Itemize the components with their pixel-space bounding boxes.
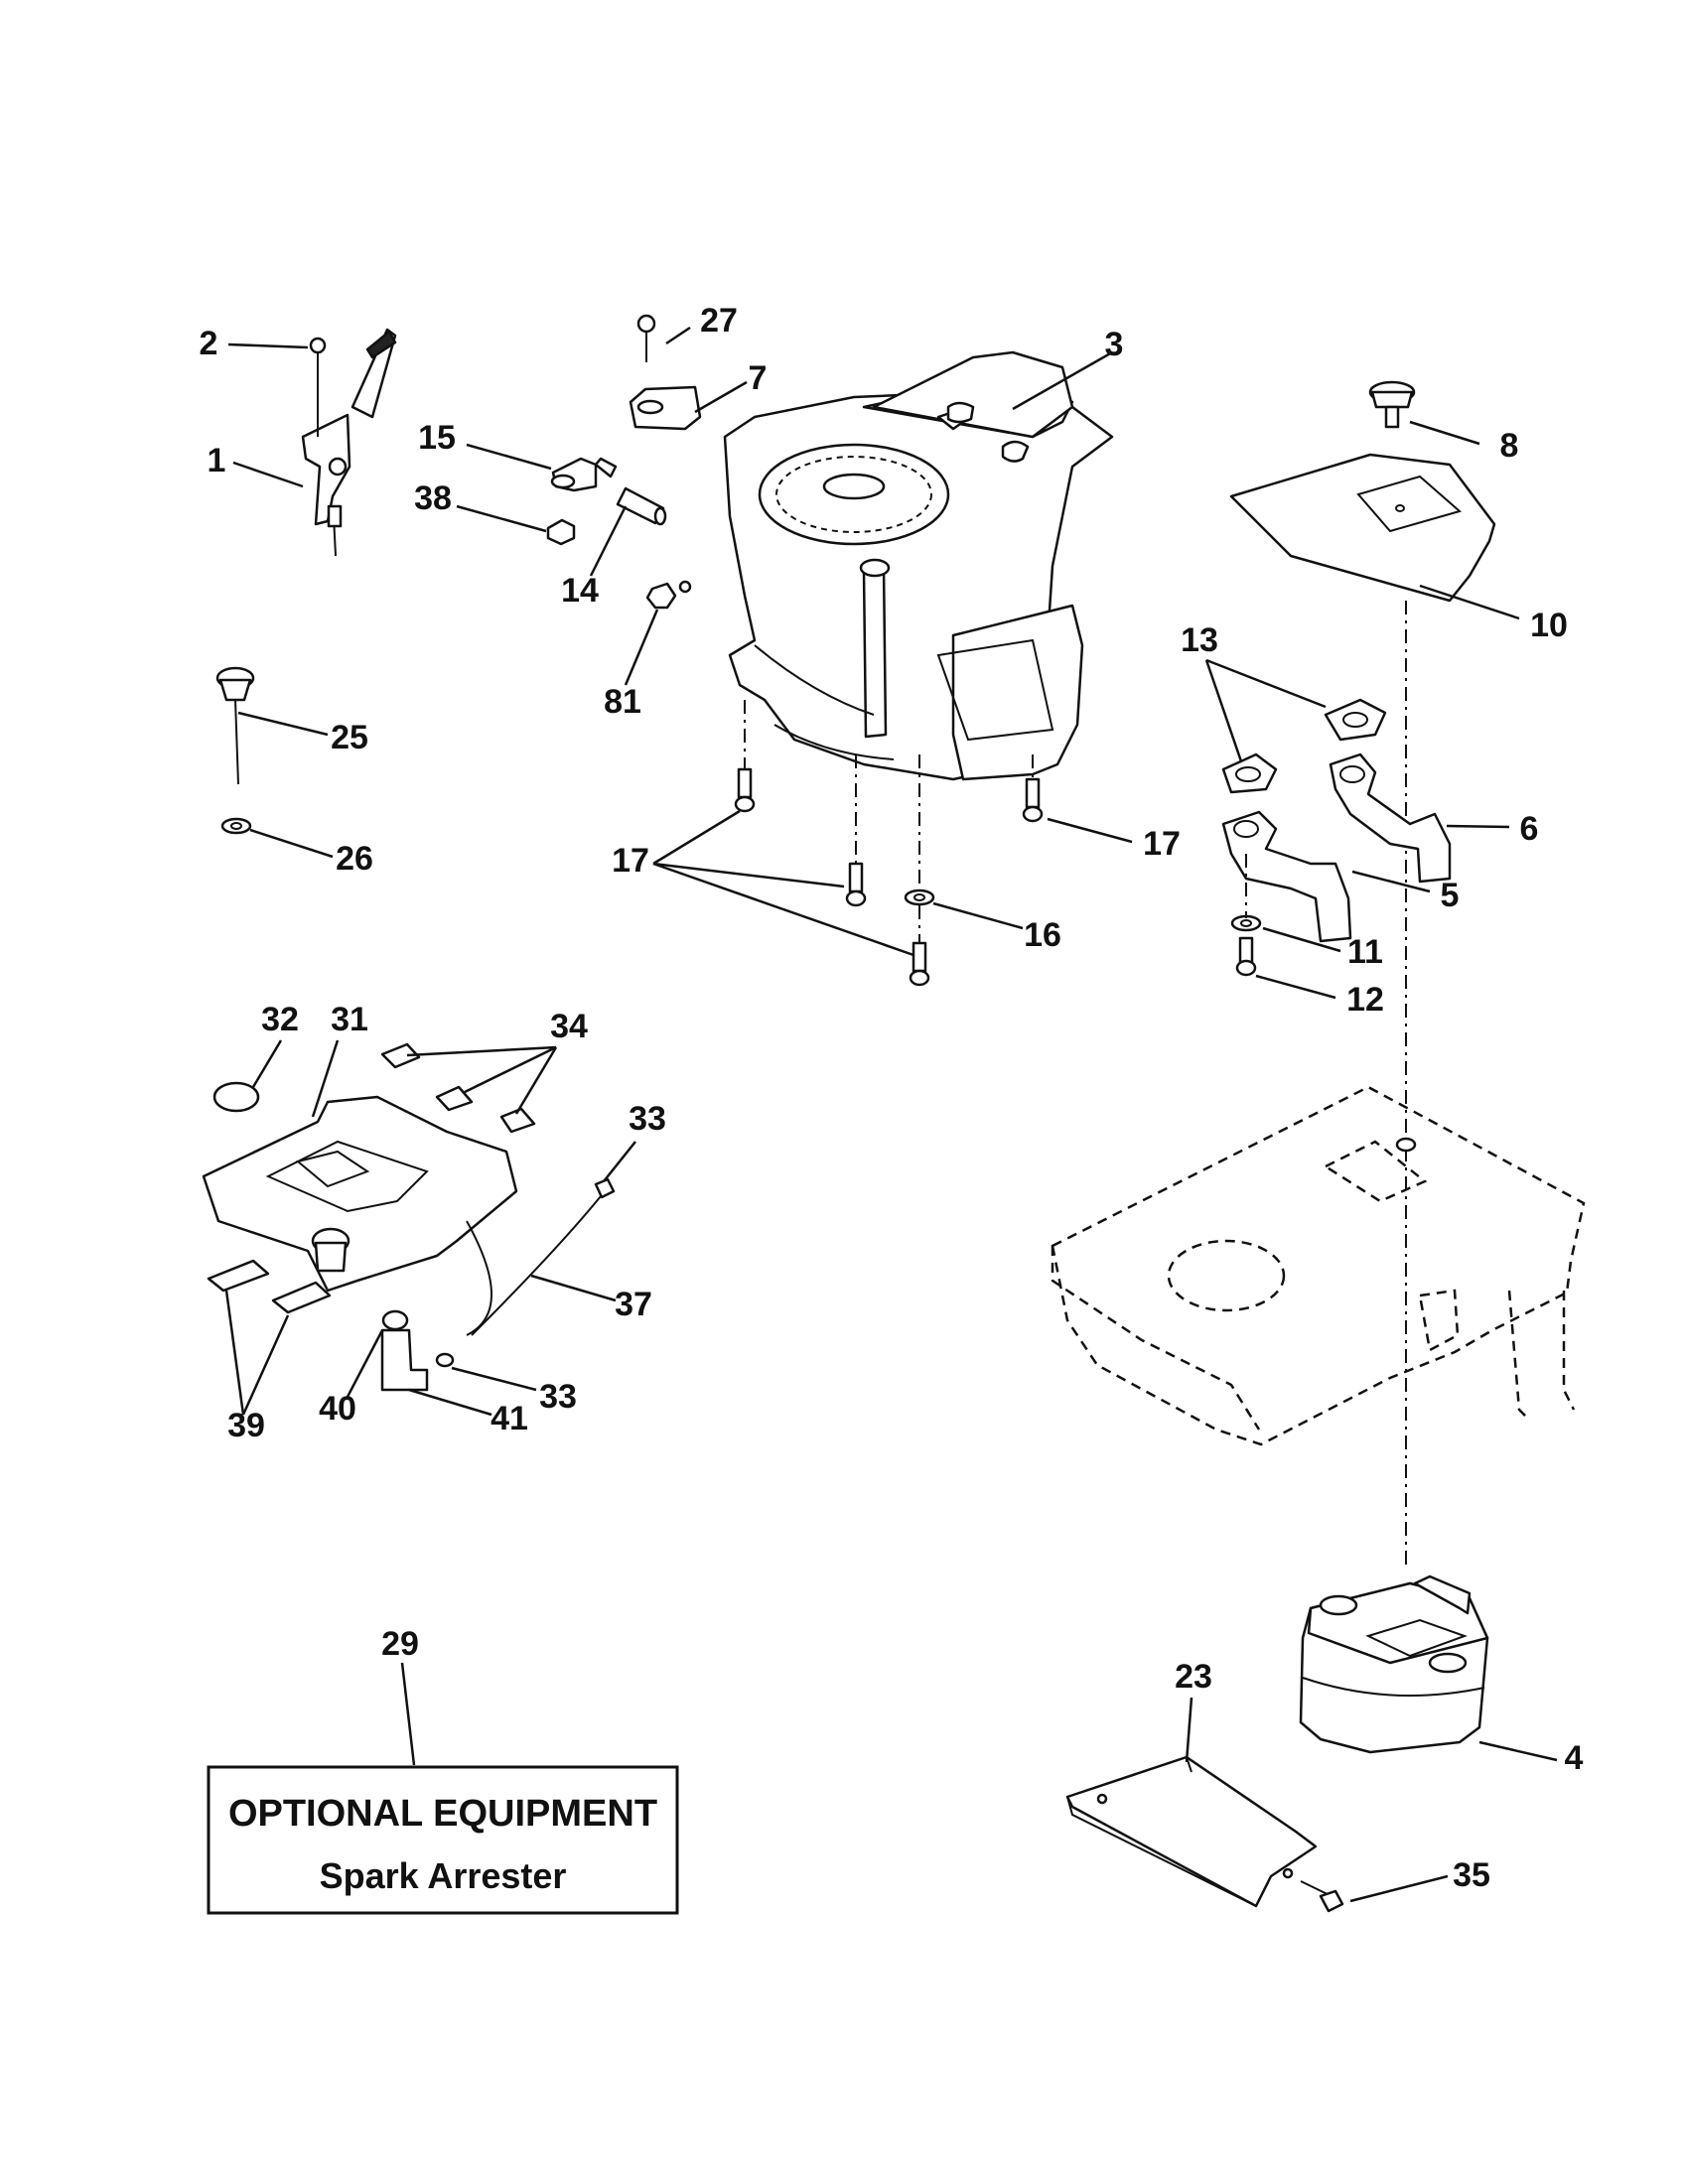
callout-4: 4: [1565, 1739, 1584, 1777]
leader-17c: [652, 862, 914, 957]
leader-10: [1419, 584, 1520, 620]
leader-5: [1351, 870, 1431, 893]
fuel-tank-assembly: [202, 1042, 616, 1392]
callout-33-bottom: 33: [539, 1378, 577, 1416]
callout-14: 14: [561, 572, 599, 610]
spark-arrester-part: [1065, 1755, 1344, 1913]
leader-37: [530, 1274, 617, 1302]
callout-38: 38: [414, 479, 452, 517]
leader-40: [346, 1329, 384, 1398]
callout-1: 1: [208, 442, 226, 479]
leader-39b: [241, 1314, 290, 1416]
heat-shield-part: [1229, 380, 1496, 603]
callout-39: 39: [227, 1407, 265, 1444]
leader-3: [1012, 350, 1113, 411]
optional-equipment-box: [207, 1765, 679, 1915]
leader-17d: [1047, 817, 1133, 844]
leader-35: [1349, 1874, 1449, 1903]
optional-equipment-heading: OPTIONAL EQUIPMENT: [228, 1793, 657, 1835]
leader-27: [665, 326, 691, 345]
leader-7: [694, 380, 748, 414]
callout-25: 25: [331, 719, 368, 756]
leader-39a: [224, 1290, 245, 1416]
leader-8: [1409, 420, 1480, 446]
leader-32: [251, 1039, 283, 1088]
callout-17-left: 17: [612, 842, 649, 880]
leader-4: [1478, 1740, 1558, 1762]
leader-34c: [514, 1046, 558, 1115]
callout-11: 11: [1347, 933, 1383, 971]
leader-6: [1446, 824, 1510, 829]
leader-34b: [464, 1045, 557, 1094]
callout-2: 2: [200, 325, 218, 362]
callout-13: 13: [1181, 621, 1218, 659]
leader-31: [311, 1039, 340, 1118]
leader-34a: [406, 1045, 557, 1057]
leader-12: [1255, 974, 1336, 1000]
callout-40: 40: [319, 1390, 356, 1428]
chassis-frame: [1051, 1085, 1586, 1446]
callout-29: 29: [381, 1625, 419, 1663]
callout-41: 41: [491, 1400, 528, 1437]
callout-27: 27: [700, 302, 738, 340]
muffler-part: [1299, 1574, 1489, 1754]
leader-25: [237, 711, 329, 737]
callout-16: 16: [1024, 916, 1061, 954]
callout-10: 10: [1530, 607, 1568, 644]
callout-33-top: 33: [629, 1100, 666, 1138]
callout-12: 12: [1346, 981, 1384, 1019]
callout-35: 35: [1453, 1856, 1490, 1894]
leader-23: [1185, 1697, 1193, 1763]
leader-81: [624, 609, 659, 686]
leader-13b: [1205, 658, 1327, 709]
leader-26: [249, 828, 334, 859]
callout-17-right: 17: [1143, 825, 1181, 863]
leader-33b: [451, 1366, 537, 1392]
callout-8: 8: [1500, 427, 1519, 465]
callout-34: 34: [550, 1008, 588, 1045]
leader-29: [400, 1662, 416, 1766]
callout-81: 81: [604, 683, 641, 721]
leader-1: [232, 461, 304, 488]
callout-6: 6: [1520, 810, 1539, 848]
choke-knob-part: [215, 666, 255, 835]
fuel-line-fittings: [546, 314, 702, 610]
leader-15: [466, 443, 552, 471]
leader-33a: [603, 1141, 636, 1182]
callout-31: 31: [331, 1001, 368, 1038]
leader-17b: [652, 862, 845, 888]
callout-3: 3: [1105, 326, 1124, 363]
callout-5: 5: [1441, 877, 1460, 914]
callout-15: 15: [418, 419, 456, 457]
callout-23: 23: [1175, 1658, 1212, 1696]
leader-41: [408, 1388, 492, 1417]
callout-37: 37: [615, 1286, 652, 1323]
callout-32: 32: [261, 1001, 299, 1038]
leader-17a: [652, 809, 741, 866]
leader-13a: [1204, 659, 1243, 762]
leader-2: [227, 342, 309, 349]
spark-arrester-label: Spark Arrester: [320, 1855, 567, 1896]
leader-14: [589, 505, 628, 577]
throttle-control-part: [301, 328, 397, 557]
leader-16: [932, 901, 1024, 930]
callout-7: 7: [749, 359, 768, 397]
engine-assembly: [723, 350, 1114, 781]
callout-26: 26: [336, 840, 373, 878]
engine-bolts: [734, 700, 1044, 987]
leader-38: [456, 504, 547, 533]
exhaust-pipes: [1221, 698, 1452, 977]
leader-11: [1262, 926, 1341, 953]
